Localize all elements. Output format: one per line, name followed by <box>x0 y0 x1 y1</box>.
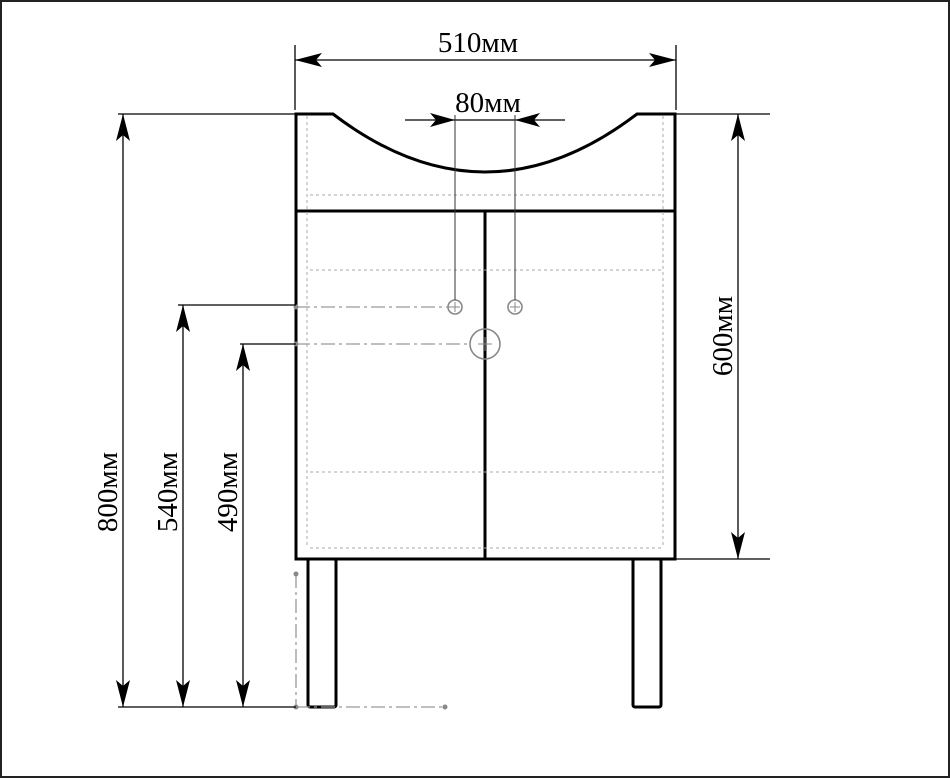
cabinet-height-label: 600мм <box>707 296 739 376</box>
cabinet-outline <box>294 112 677 561</box>
hole-crosshairs <box>450 302 520 351</box>
inlet-height-label: 540мм <box>152 452 184 532</box>
dimension-heights-left: 800мм 540мм 490мм <box>92 113 296 708</box>
total-height-label: 800мм <box>92 452 124 532</box>
drain-height-label: 490мм <box>212 452 244 532</box>
right-leg <box>631 557 663 709</box>
dimension-cabinet-height: 600мм <box>676 113 770 560</box>
drain-hole <box>469 328 501 360</box>
dimension-width: 510мм <box>294 27 677 110</box>
arrowheads <box>430 113 540 127</box>
cabinet <box>294 112 677 709</box>
dimension-tap-spacing: 80мм <box>405 87 565 300</box>
tap-spacing-label: 80мм <box>455 87 521 119</box>
width-label: 510мм <box>438 27 518 59</box>
pipe-holes <box>293 299 523 710</box>
